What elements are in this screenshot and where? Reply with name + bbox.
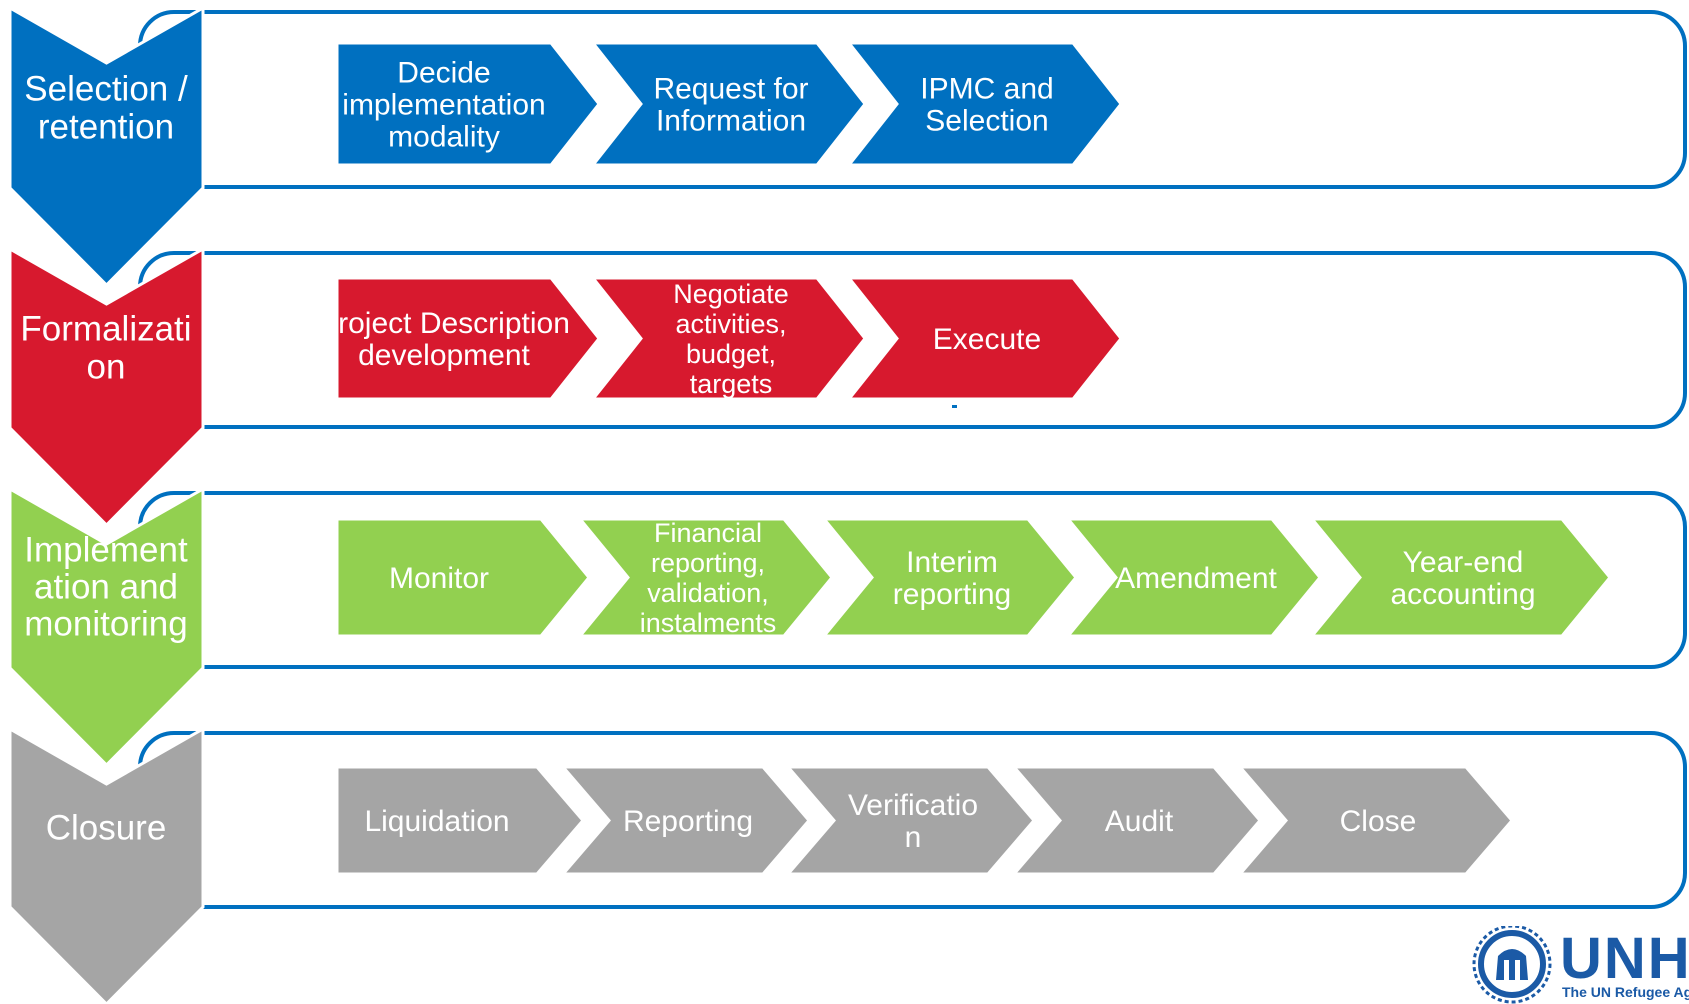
step-label-line: Decide [397,57,490,90]
step-label-line: Selection [925,105,1048,138]
step-label-line: modality [388,121,500,154]
step-label-line: Verificatio [848,789,978,822]
step-arrow [576,517,834,638]
step-label-line: instalments [640,608,777,638]
step-arrow [559,765,811,876]
step-arrow [589,276,867,401]
phase-label: Selection /retention [24,69,188,146]
phase-label-line: monitoring [24,604,187,643]
unhcr-logo: UNHCR The UN Refugee Agency [1468,926,1689,1004]
step-label-line: Close [1340,805,1417,838]
step-label: Amendment [1115,562,1277,595]
step-label-line: validation, [647,578,769,608]
phase-chevron [8,5,205,288]
step-arrow [1010,765,1262,876]
step-arrow [820,517,1078,638]
step-label: Monitor [389,562,489,595]
phase-label-line: on [87,347,126,386]
step-label: Reporting [623,805,753,838]
step-label-line: Negotiate [673,279,789,309]
phase-label-line: Selection / [24,69,188,108]
step-label-line: reporting, [651,548,765,578]
step-arrow [589,41,867,167]
step-arrow [335,765,585,876]
logo-wordmark: UNHCR [1560,926,1689,991]
step-label-line: Financial [654,518,762,548]
phase-label-line: ation and [34,567,178,606]
stray-mark [952,405,957,408]
step-label-line: Execute [933,323,1041,356]
step-arrow [845,276,1123,401]
step-label: Liquidation [364,805,509,838]
step-arrow [845,41,1123,167]
step-arrow [1308,517,1612,638]
step-arrow [335,41,601,167]
phase-chevron [8,726,205,1004]
step-label-line: Information [656,105,806,138]
step-label: Close [1340,805,1417,838]
step-label: Audit [1105,805,1174,838]
step-label-line: implementation [342,89,545,122]
step-label-line: budget, [686,339,776,369]
logo-tagline: The UN Refugee Agency [1562,984,1689,1000]
step-arrow [335,517,591,638]
phase-label-line: retention [38,107,174,146]
unhcr-emblem-icon [1472,926,1552,1004]
phase-chevron [8,246,205,528]
phase-label: Closure [46,808,167,847]
step-label-line: Request for [653,73,808,106]
phase-label-line: Implement [24,530,188,569]
step-label-line: Liquidation [364,805,509,838]
step-label-line: accounting [1390,578,1535,611]
step-label-line: activities, [675,309,786,339]
step-label-line: Interim [906,546,998,579]
step-arrow [784,765,1036,876]
step-label-line: n [905,821,922,854]
step-label-line: targets [690,369,773,399]
phase-label-line: Formalizati [20,309,191,348]
step-label-line: Audit [1105,805,1174,838]
step-label-line: reporting [893,578,1011,611]
phase-chevron [8,486,205,768]
step-arrow [1064,517,1322,638]
step-label-line: development [358,339,530,372]
step-label-line: Year-end [1403,546,1524,579]
step-arrow [1236,765,1514,876]
step-label: Execute [933,323,1041,356]
phase-label-line: Closure [46,808,167,847]
step-label-line: Monitor [389,562,489,595]
step-label-line: Amendment [1115,562,1277,595]
step-label-line: Project Description [318,307,570,340]
step-label-line: Reporting [623,805,753,838]
step-label-line: IPMC and [920,73,1053,106]
step-arrow [335,276,601,401]
